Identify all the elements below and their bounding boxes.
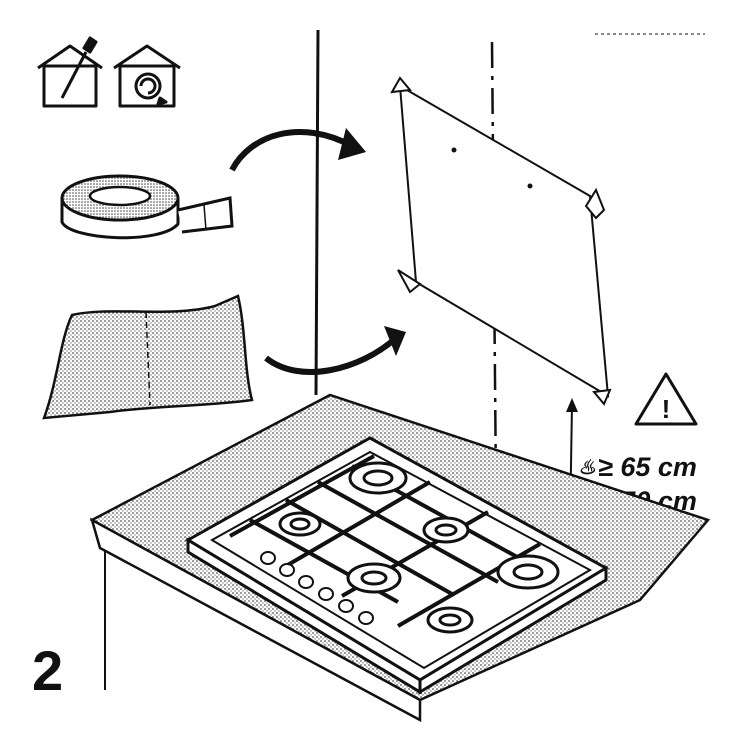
gas-clearance-symbol: ♨ bbox=[578, 457, 596, 479]
control-knobs bbox=[260, 551, 374, 625]
gas-clearance-label: ≥ 65 cm bbox=[598, 452, 697, 482]
warning-triangle-icon: ! bbox=[634, 372, 698, 426]
burner bbox=[496, 554, 560, 590]
burner bbox=[422, 516, 470, 544]
burner bbox=[426, 606, 474, 634]
house-recirculation-icon bbox=[113, 44, 181, 108]
burner bbox=[348, 461, 408, 495]
grease-filter-illustration bbox=[42, 294, 254, 420]
arrow-tape-to-panel bbox=[229, 128, 366, 172]
step-number: 2 bbox=[32, 639, 63, 702]
wall-corner-line bbox=[314, 29, 320, 396]
wall-panel bbox=[390, 76, 612, 406]
tape-roll-illustration bbox=[60, 174, 234, 240]
warning-symbol: ! bbox=[662, 394, 671, 424]
burner bbox=[278, 511, 322, 537]
arrow-filter-to-panel bbox=[264, 326, 406, 375]
hob-centerline bbox=[490, 41, 498, 491]
burner bbox=[346, 562, 402, 594]
gas-hob bbox=[185, 436, 610, 695]
house-drill-icon bbox=[37, 36, 103, 108]
